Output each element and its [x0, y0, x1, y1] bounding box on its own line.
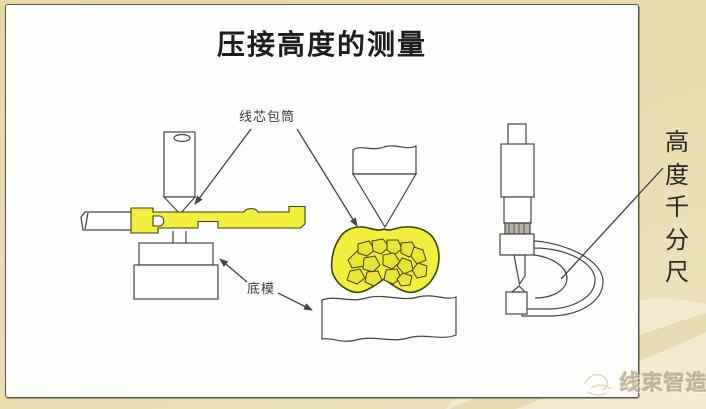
anvil-lower-block: [133, 264, 219, 300]
micrometer-sleeve: [499, 233, 535, 256]
bird-icon: [584, 373, 612, 396]
label-bottom-die: 底模: [247, 281, 276, 296]
micrometer-spindle: [513, 254, 526, 286]
slide-title: 压接高度的测量: [216, 30, 427, 61]
wire-strand: [396, 257, 414, 275]
micrometer-thimble: [503, 196, 532, 224]
micrometer-frame-inner-edge: [533, 254, 568, 299]
crimp-punch-body: [163, 131, 196, 198]
wire-strand: [362, 255, 381, 273]
wire-strand: [346, 268, 366, 285]
crimp-measurement-diagram: [80, 123, 604, 342]
knurl-ticks: [508, 223, 525, 234]
wire-strands: [346, 238, 428, 287]
wire: [80, 211, 138, 231]
wire-strand: [382, 252, 401, 270]
middle-punch-tip: [351, 173, 418, 229]
terminal-strip: [130, 205, 306, 234]
anvil-upper-block: [138, 242, 214, 266]
arrow-bottom-die-right: [277, 292, 313, 311]
crimp-punch-tip: [162, 196, 197, 215]
micrometer: [499, 123, 604, 317]
slide: 压接高度的测量: [5, 4, 639, 398]
wire-strand: [383, 268, 402, 285]
middle-anvil-block: [321, 295, 457, 342]
left-crimp-station: [80, 131, 219, 300]
wire-strand: [410, 246, 427, 265]
label-wire-barrel: 线芯包筒: [239, 109, 296, 124]
watermark-text: 线束智造: [620, 372, 706, 395]
middle-crimp-station: [321, 145, 457, 342]
micrometer-ratchet-knob: [507, 123, 527, 146]
wire-end-line: [84, 212, 89, 230]
arrow-wire-barrel-right: [296, 128, 358, 227]
wire-strand: [371, 238, 390, 255]
punch-top-opening: [173, 133, 191, 143]
micrometer-anvil-tip: [510, 285, 527, 293]
side-note-height-micrometer: 高度千分尺: [665, 130, 689, 286]
wire-strand: [386, 239, 403, 256]
micrometer-thimble-barrel: [500, 143, 535, 198]
annotation-arrows: [194, 128, 358, 311]
arrow-wire-barrel-left: [194, 128, 252, 205]
wire-strand: [357, 240, 376, 257]
micrometer-anvil: [505, 291, 528, 315]
anvil-stem: [172, 231, 187, 243]
arrow-bottom-die-left: [219, 258, 248, 283]
wire-strand: [396, 272, 413, 287]
wire-strand: [364, 270, 383, 287]
watermark: 线束智造: [580, 366, 706, 398]
middle-punch-body: [352, 145, 417, 175]
